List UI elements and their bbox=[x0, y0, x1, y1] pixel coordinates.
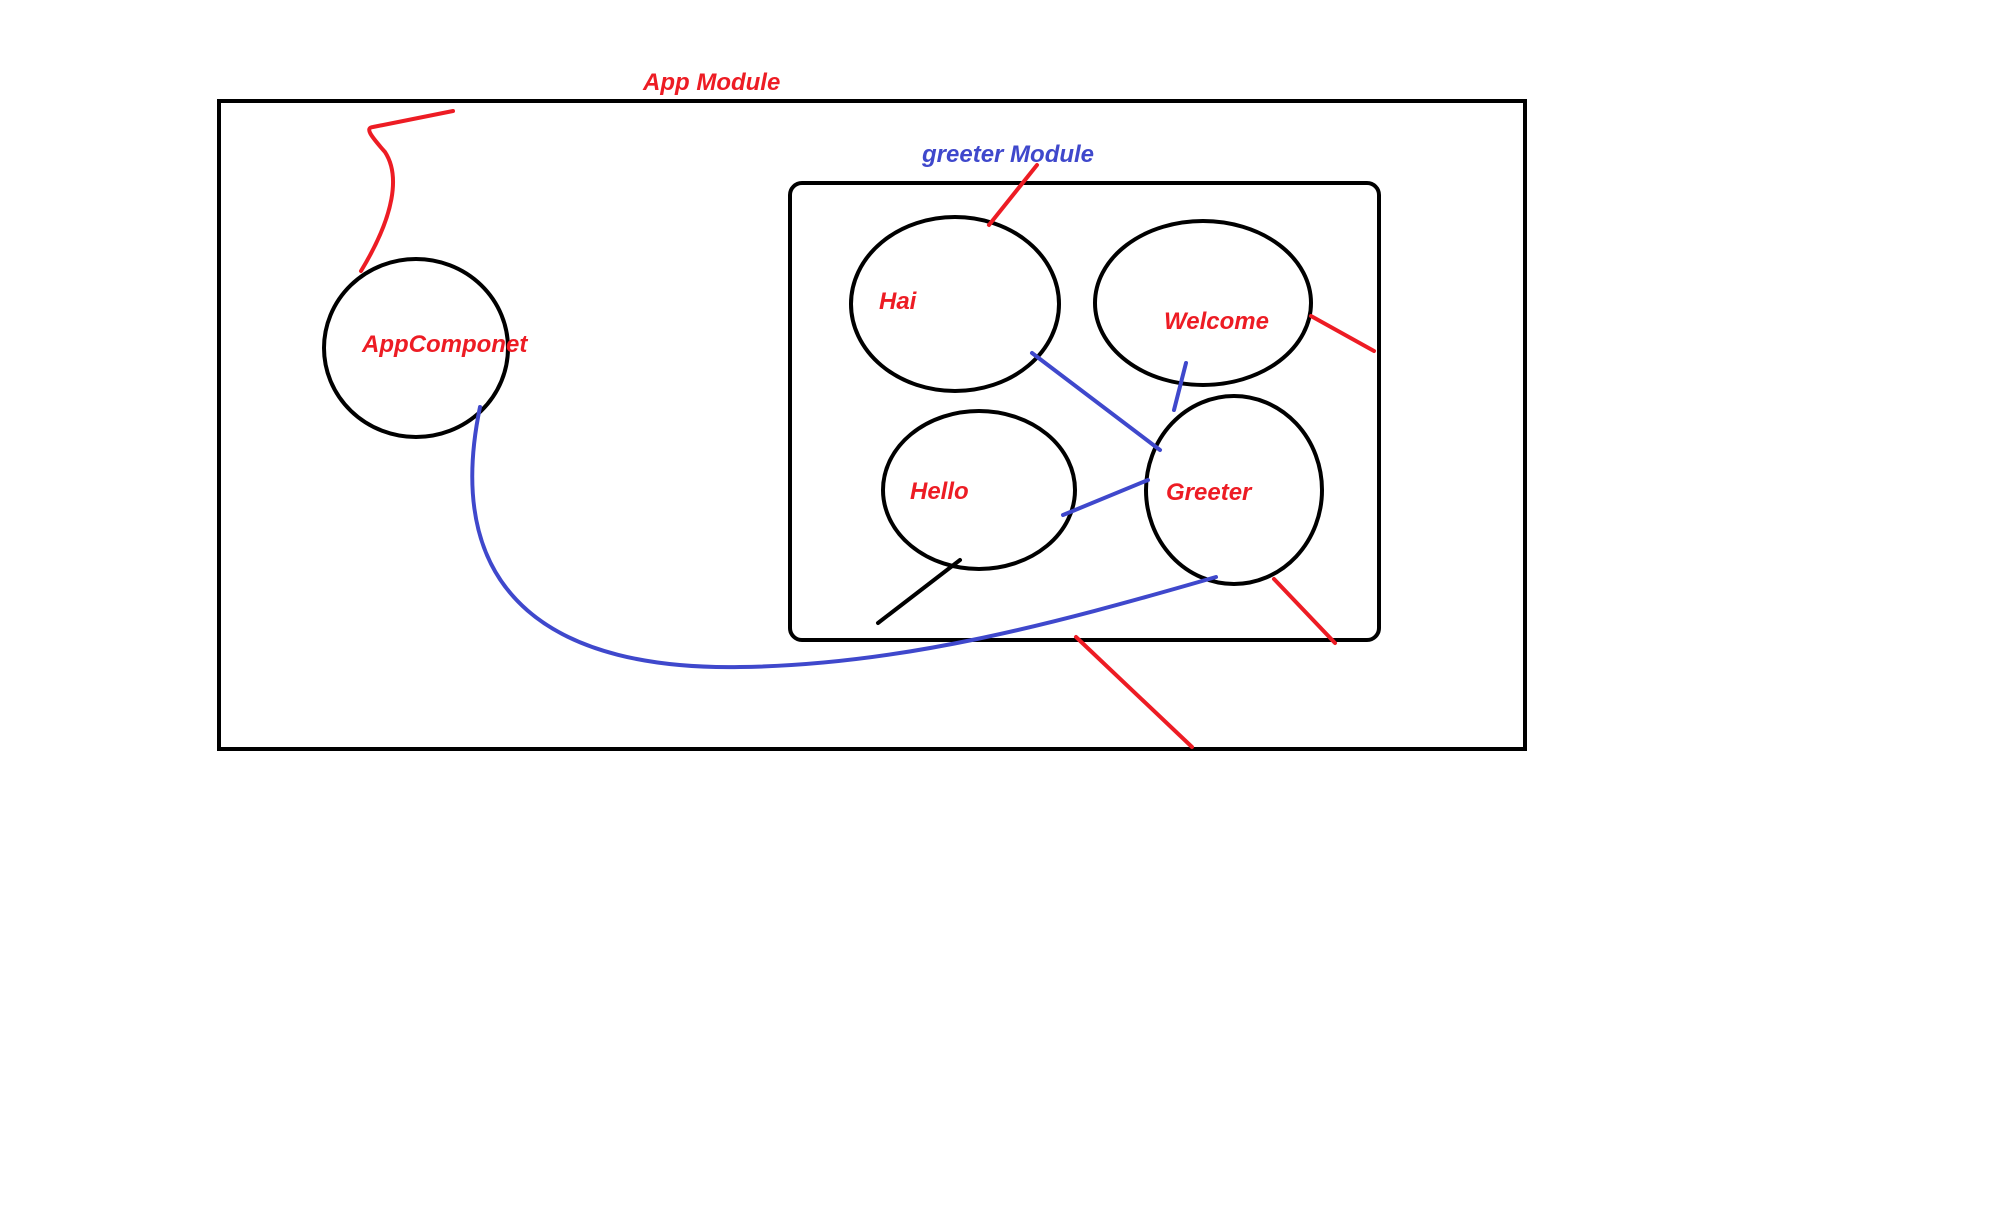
welcome-node bbox=[1093, 219, 1313, 387]
hello-node bbox=[881, 409, 1077, 571]
hai-pointer-stroke bbox=[987, 163, 1039, 227]
connector-appcomponent-greeter bbox=[470, 405, 1218, 670]
greeter-label: Greeter bbox=[1166, 479, 1253, 506]
appcomponent-node bbox=[322, 257, 510, 439]
connector-hello-greeter bbox=[1061, 478, 1150, 517]
greeter-pointer-stroke bbox=[1272, 577, 1337, 645]
greeter-module-pointer-stroke bbox=[1074, 635, 1194, 749]
greeter-node bbox=[1144, 394, 1324, 586]
hai-label: Hai bbox=[879, 288, 918, 315]
welcome-label: Welcome bbox=[1164, 308, 1269, 335]
app-module-pointer-stroke bbox=[359, 109, 455, 273]
hello-pointer-stroke bbox=[876, 558, 962, 625]
connector-hai-greeter bbox=[1030, 351, 1162, 452]
greeter-module-box bbox=[788, 181, 1381, 642]
app-module-label: App Module bbox=[642, 69, 780, 96]
app-module-box bbox=[217, 99, 1527, 751]
hai-node bbox=[849, 215, 1061, 393]
connector-welcome-greeter bbox=[1172, 361, 1188, 412]
greeter-module-label: greeter Module bbox=[921, 141, 1094, 168]
appcomponent-label: AppComponet bbox=[361, 331, 528, 358]
hello-label: Hello bbox=[910, 478, 969, 505]
welcome-pointer-stroke bbox=[1309, 314, 1376, 353]
